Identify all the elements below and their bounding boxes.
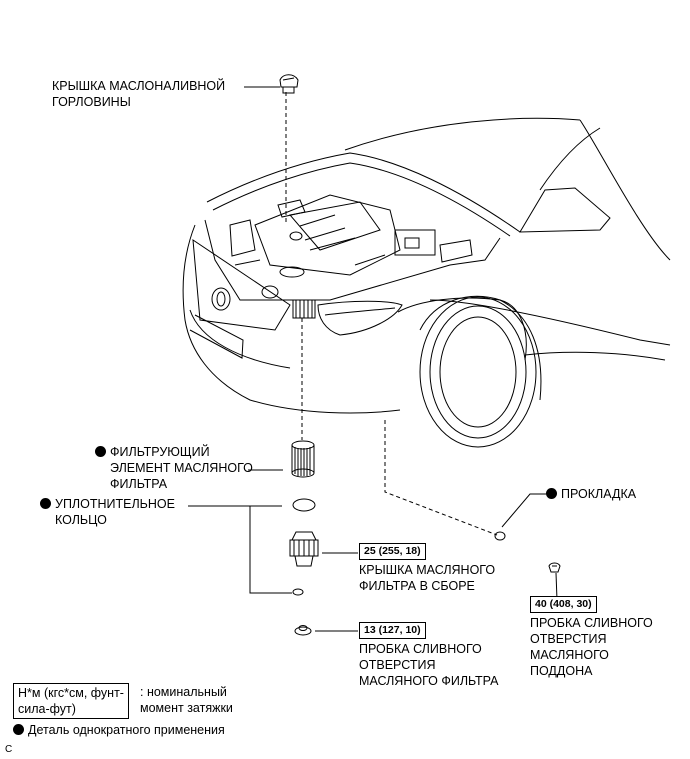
non-reusable-dot-icon	[13, 724, 24, 735]
label-o-ring: УПЛОТНИТЕЛЬНОЕ КОЛЬЦО	[40, 496, 175, 528]
torque-box-filter-cap: 25 (255, 18)	[359, 543, 426, 560]
gasket-part	[494, 531, 506, 541]
non-reusable-dot-icon	[95, 446, 106, 457]
label-pan-drain-plug: ПРОБКА СЛИВНОГО ОТВЕРСТИЯ МАСЛЯНОГО ПОДД…	[530, 616, 653, 678]
label-gasket: ПРОКЛАДКА	[546, 486, 636, 502]
solid-leader-lines	[188, 86, 558, 632]
pan-drain-plug-part	[548, 562, 561, 573]
legend-torque-unit-box: Н*м (кгс*см, фунт- сила-фут)	[13, 683, 129, 719]
non-reusable-dot-icon	[40, 498, 51, 509]
oil-filter-element-part	[291, 440, 315, 478]
oil-filter-cap-assembly-part	[289, 531, 319, 567]
o-ring-part	[292, 498, 316, 512]
label-oil-filler-cap: КРЫШКА МАСЛОНАЛИВНОЙ ГОРЛОВИНЫ	[52, 79, 226, 109]
engine-bay	[229, 194, 473, 319]
label-filter-drain-plug: ПРОБКА СЛИВНОГО ОТВЕРСТИЯ МАСЛЯНОГО ФИЛЬ…	[359, 642, 499, 688]
footer-letter: C	[5, 744, 13, 755]
legend-non-reusable: Деталь однократного применения	[13, 722, 225, 738]
dashed-leader-lines	[285, 92, 498, 536]
car-body	[182, 117, 671, 414]
label-filter-element: ФИЛЬТРУЮЩИЙ ЭЛЕМЕНТ МАСЛЯНОГО ФИЛЬТРА	[95, 444, 253, 492]
front-wheel	[419, 295, 542, 448]
torque-box-pan-drain: 40 (408, 30)	[530, 596, 597, 613]
filter-drain-plug-part	[294, 625, 312, 636]
oil-filler-cap-part	[279, 74, 299, 94]
small-o-ring-part	[292, 588, 304, 596]
torque-box-filter-drain: 13 (127, 10)	[359, 622, 426, 639]
label-filter-cap-assembly: КРЫШКА МАСЛЯНОГО ФИЛЬТРА В СБОРЕ	[359, 563, 496, 593]
non-reusable-dot-icon	[546, 488, 557, 499]
legend-torque-desc: : номинальный момент затяжки	[140, 685, 233, 715]
